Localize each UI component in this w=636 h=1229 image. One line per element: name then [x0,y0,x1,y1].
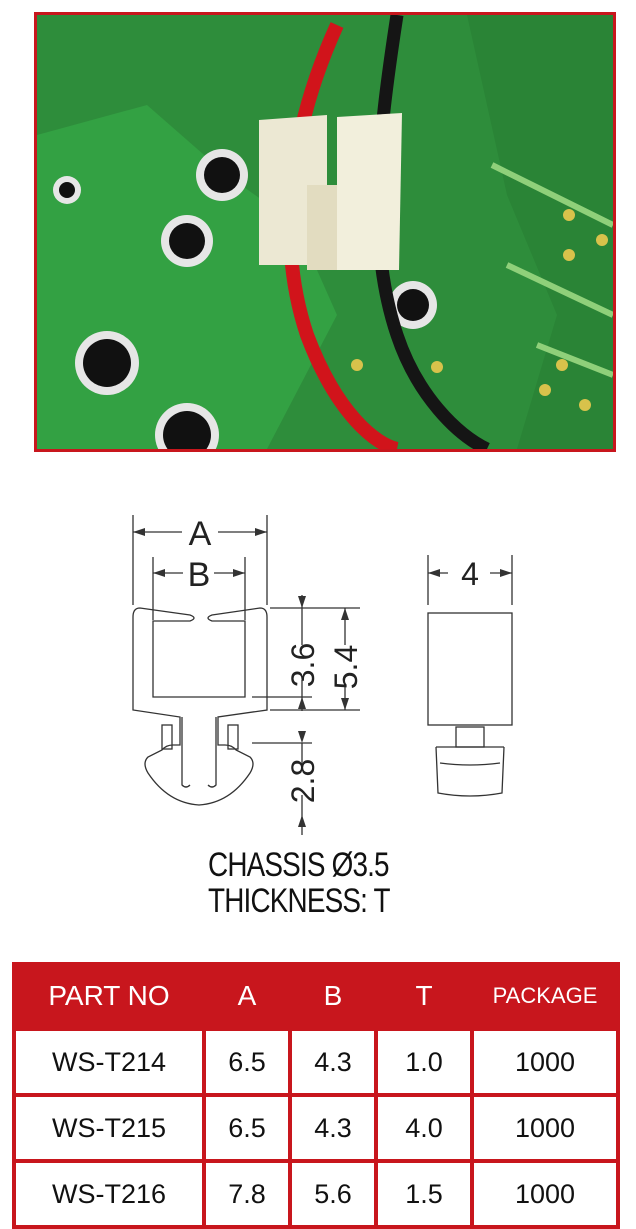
table-row: WS-T214 6.5 4.3 1.0 1000 [12,1027,620,1097]
dim-label-a: A [189,515,212,553]
caption-thickness: THICKNESS: T [208,882,391,920]
table-row: WS-T216 7.8 5.6 1.5 1000 [12,1159,620,1229]
chassis-caption: CHASSIS Ø3.5 THICKNESS: T [208,847,454,919]
dim-label-5-4: 5.4 [328,645,364,689]
header-package: PACKAGE [470,962,620,1031]
parts-table: PART NO A B T PACKAGE WS-T214 6.5 4.3 1.… [12,962,620,1229]
product-photo [34,12,616,452]
cell-package: 1000 [470,1159,620,1229]
table-row: WS-T215 6.5 4.3 4.0 1000 [12,1093,620,1163]
cell-t: 1.0 [374,1027,474,1097]
dim-label-3-6: 3.6 [285,643,321,687]
cell-b: 5.6 [288,1159,378,1229]
dim-label-b: B [188,556,211,594]
cell-part-no: WS-T216 [12,1159,206,1229]
cell-package: 1000 [470,1027,620,1097]
header-part-no: PART NO [12,962,206,1031]
technical-drawing: A B 3.6 5.4 2.8 4 [132,515,513,835]
header-b: B [288,962,378,1031]
cell-a: 7.8 [202,1159,292,1229]
cell-a: 6.5 [202,1027,292,1097]
header-a: A [202,962,292,1031]
header-t: T [374,962,474,1031]
cell-b: 4.3 [288,1093,378,1163]
cell-part-no: WS-T214 [12,1027,206,1097]
dim-label-2-8: 2.8 [285,759,321,803]
caption-chassis: CHASSIS Ø3.5 [208,846,390,884]
cell-b: 4.3 [288,1027,378,1097]
dim-label-4: 4 [461,556,479,592]
cell-t: 4.0 [374,1093,474,1163]
cell-part-no: WS-T215 [12,1093,206,1163]
cell-t: 1.5 [374,1159,474,1229]
cell-a: 6.5 [202,1093,292,1163]
table-header-row: PART NO A B T PACKAGE [12,962,620,1031]
cell-package: 1000 [470,1093,620,1163]
